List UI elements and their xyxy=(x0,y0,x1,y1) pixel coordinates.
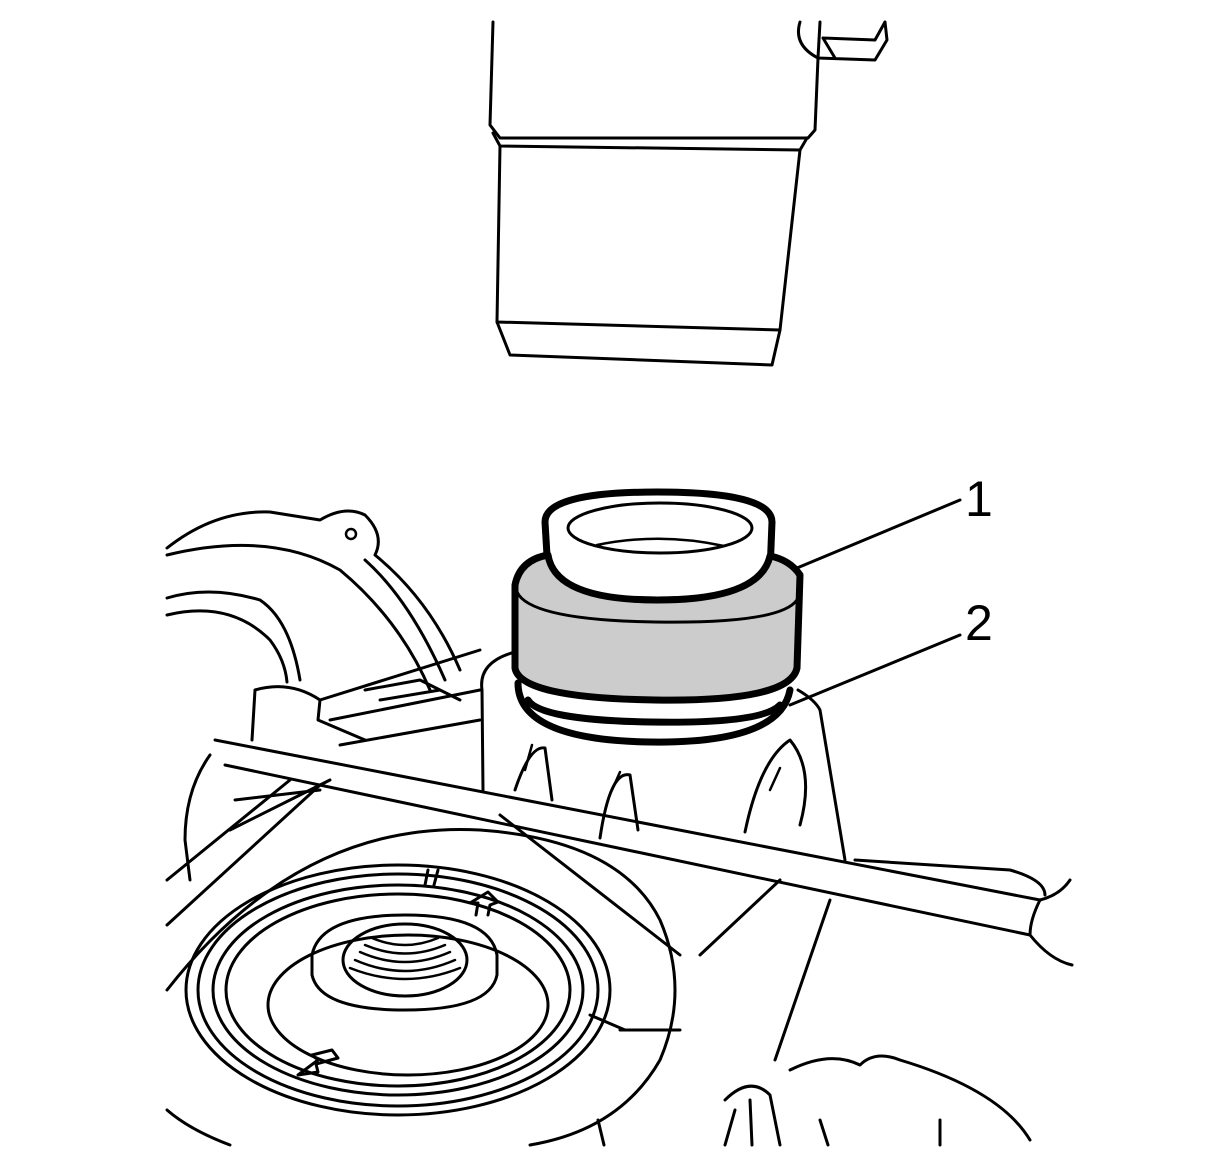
tool-collar-line xyxy=(491,131,809,152)
housing-bore-boss xyxy=(480,650,847,862)
housing-left-arm xyxy=(165,509,462,672)
housing-boss-shading xyxy=(523,743,782,792)
housing-beam-upper xyxy=(213,738,1072,902)
housing xyxy=(165,509,1074,1147)
hub-ring-outer xyxy=(184,863,612,1117)
hub-threads xyxy=(348,936,462,981)
bearing-body-edge xyxy=(515,590,799,624)
tool-driver-chamfer xyxy=(495,320,782,367)
seal-ring-outer xyxy=(514,679,794,746)
hub-boss xyxy=(310,913,499,1012)
housing-mid-structure xyxy=(250,648,482,742)
hub-ring-2 xyxy=(196,872,600,1108)
housing-boss-ribs xyxy=(513,738,808,840)
hub-ring-3 xyxy=(211,883,585,1097)
tool-driver-body xyxy=(495,144,802,332)
hub-notch xyxy=(423,868,440,887)
housing-mid-lines xyxy=(328,688,482,747)
housing-bolt-hole xyxy=(344,527,358,541)
bearing-top-inner-shadow xyxy=(595,537,726,548)
callout-1-label: 1 xyxy=(965,471,993,527)
housing-beam-lower xyxy=(223,763,1032,937)
alignment-marks xyxy=(296,890,500,1077)
housing-left-arm-outer xyxy=(165,543,447,692)
housing-left-web xyxy=(183,753,332,882)
bearing-body xyxy=(511,551,804,704)
seal-ring-inner xyxy=(524,696,784,726)
housing-clip xyxy=(723,1084,782,1147)
callouts: 1 2 xyxy=(788,471,993,707)
press-tool xyxy=(488,20,889,367)
hub-thread-outer xyxy=(341,922,469,998)
housing-left-arm-inner xyxy=(165,590,302,684)
callout-2-leader xyxy=(788,633,962,707)
hub-lower-arc xyxy=(165,1108,232,1147)
callout-2-label: 2 xyxy=(965,595,993,651)
arrow-left-down-icon xyxy=(296,1048,340,1077)
housing-right-rim xyxy=(853,858,1047,897)
arrow-right-up-icon xyxy=(468,890,500,917)
callout-1-leader xyxy=(795,498,962,570)
bearing-top-ring xyxy=(541,488,776,604)
hub-flange xyxy=(165,827,677,1147)
housing-diagonal-lines xyxy=(165,778,832,1062)
bearing-top-inner-ring xyxy=(566,501,754,555)
seal-ring xyxy=(514,679,794,746)
housing-lower-right xyxy=(788,1054,1032,1147)
hub-ring-4 xyxy=(224,892,572,1088)
hub-ring-inner xyxy=(266,933,550,1077)
tool-bracket xyxy=(797,20,889,62)
hub-outer-arc xyxy=(165,827,677,1147)
hub-line-right xyxy=(588,1013,627,1032)
housing-beam-end xyxy=(1028,898,1074,967)
bearing-assembly xyxy=(511,488,804,704)
tool-shaft-outline xyxy=(488,20,822,140)
